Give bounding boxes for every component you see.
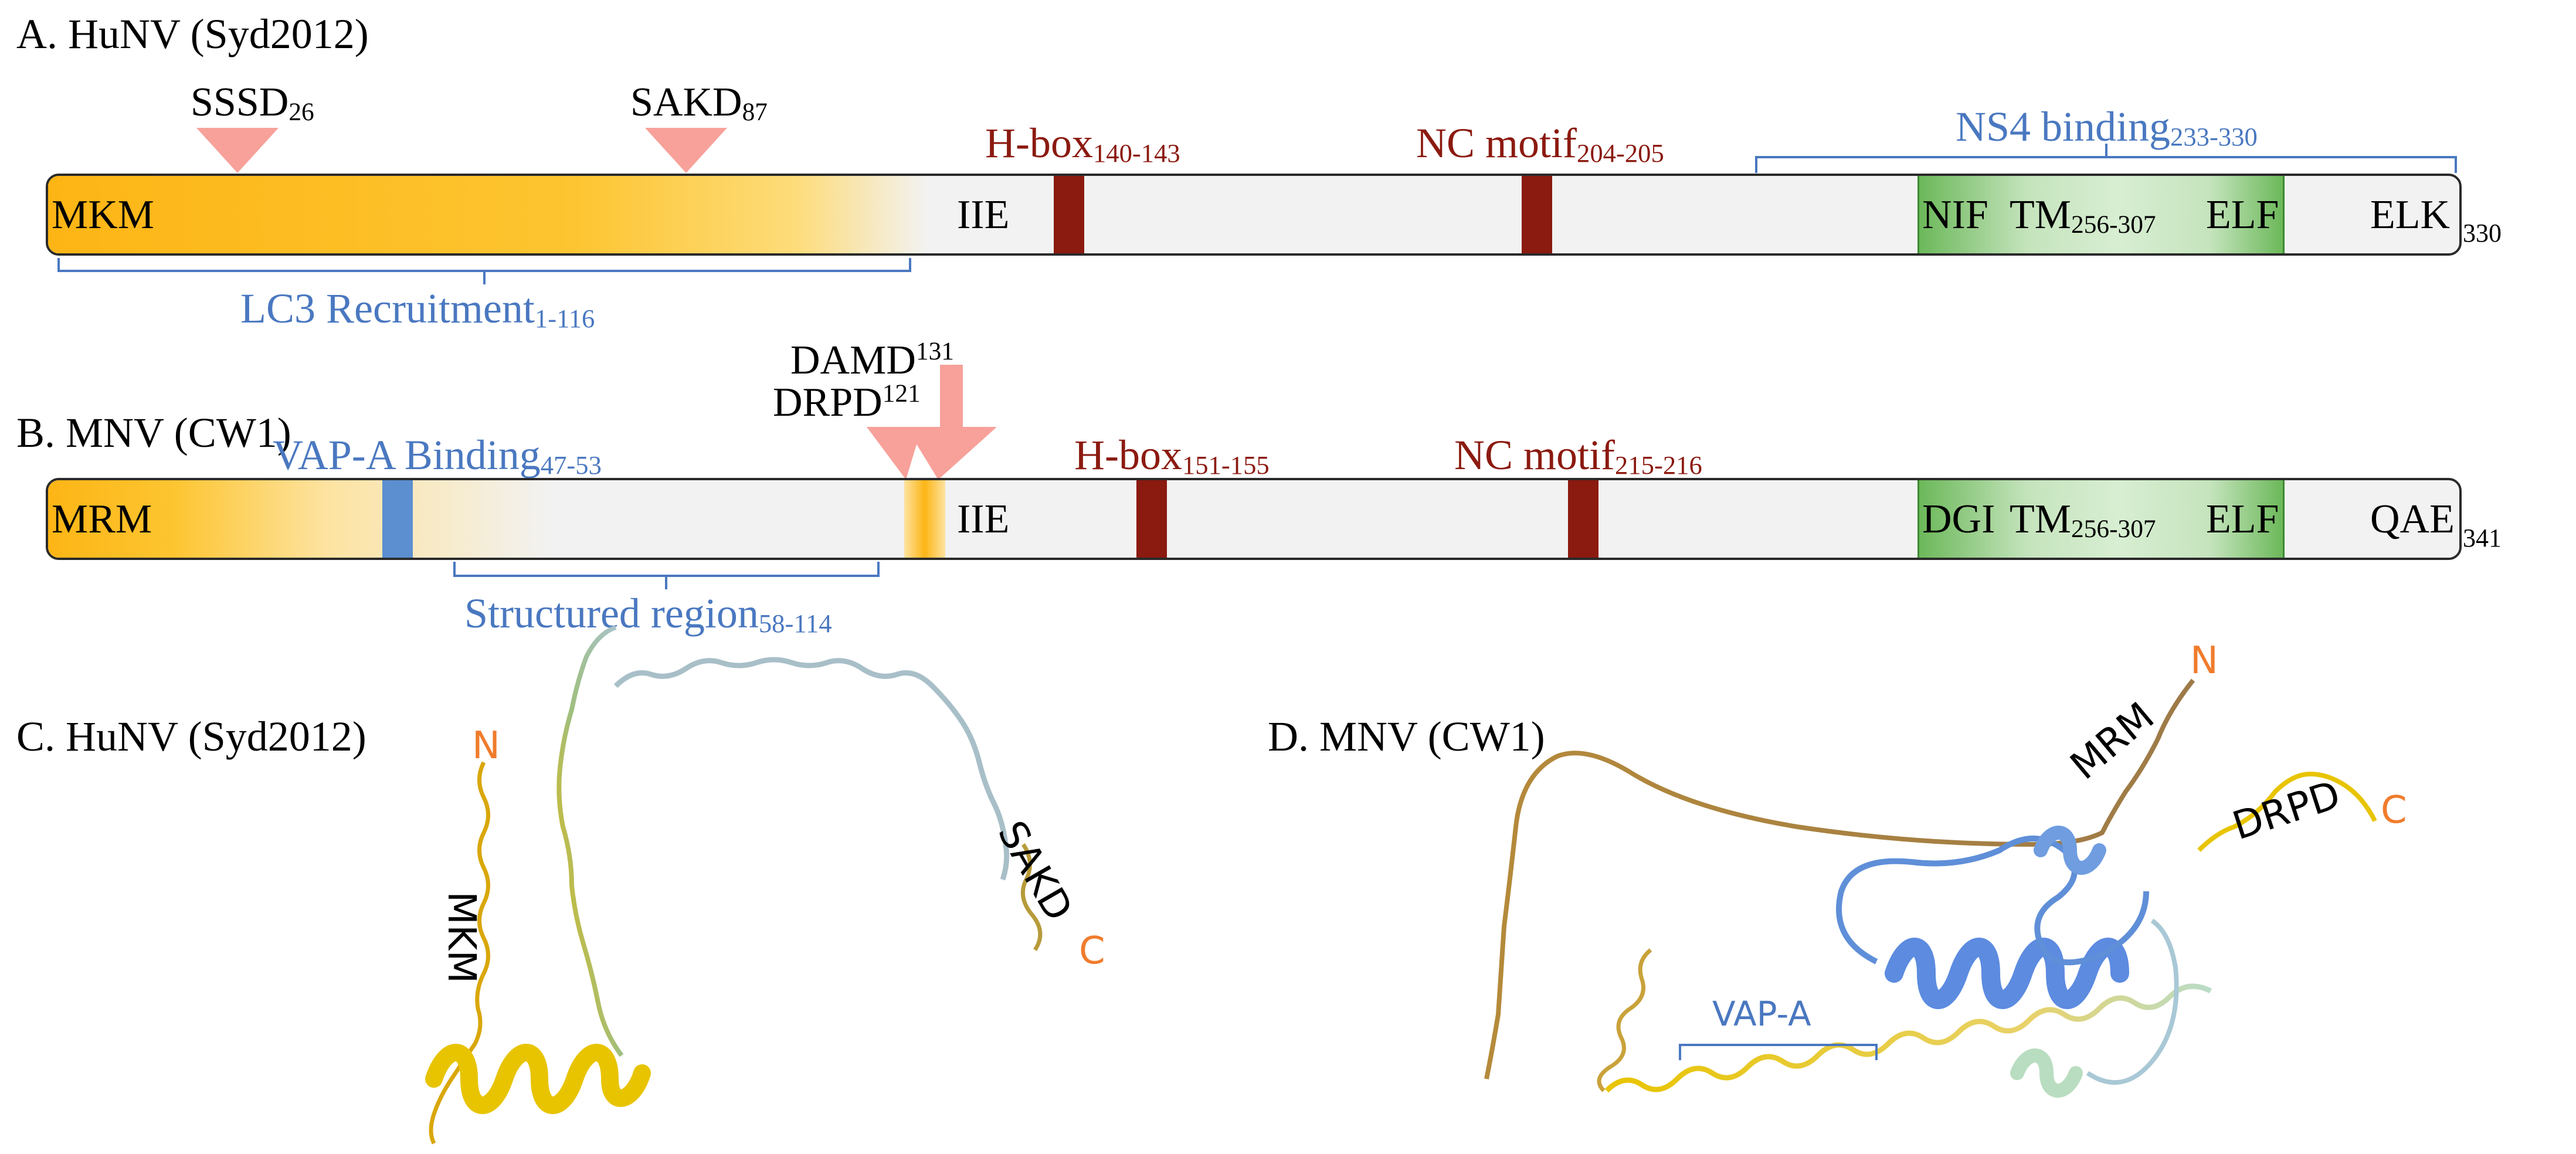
bar-a-length: 330: [2463, 219, 2502, 247]
bar-b-dgi: DGI: [1922, 497, 1995, 542]
sssd-triangle: [196, 128, 279, 173]
vapa-binding-label: VAP-A Binding47-53: [273, 432, 602, 480]
damd-arrow: [906, 365, 997, 480]
tm-domain-b: [1917, 480, 2285, 558]
hbox-a-block: [1054, 176, 1084, 253]
d-n-terminus: N: [2190, 639, 2218, 683]
c-strand-top: [613, 657, 1010, 881]
nc-motif-a-label: NC motif204-205: [1416, 120, 1664, 168]
d-vapa-label: VAP-A: [1712, 994, 1811, 1034]
protein-bar-a: MKM IIE NIF TM256-307 ELF ELK: [46, 174, 2462, 256]
d-strand-top-loop: [1484, 678, 2195, 1080]
c-n-terminus: N: [472, 724, 500, 768]
nc-motif-b-label: NC motif215-216: [1454, 432, 1702, 480]
c-strand-left: [429, 761, 490, 1145]
hbox-b-label: H-box151-155: [1074, 432, 1270, 480]
nc-motif-a-block: [1522, 176, 1552, 253]
c-strand-ascending: [556, 625, 624, 1057]
tm-domain-a: [1917, 176, 2285, 253]
d-green-helix: [2010, 1048, 2083, 1098]
d-strand-bottom: [1604, 983, 2212, 1093]
d-c-terminus: C: [2381, 789, 2407, 832]
nc-motif-b-block: [1568, 480, 1598, 558]
sakd-triangle: [645, 128, 727, 173]
d-strand-c-terminal: [2197, 771, 2377, 852]
c-strand-c-terminal: [1020, 843, 1043, 951]
bar-a-end: ELK: [2370, 192, 2451, 237]
drpd-arrow: [867, 427, 922, 480]
structured-region-label: Structured region58-114: [464, 590, 832, 639]
bar-b-start: MRM: [52, 497, 152, 542]
protein-bar-b: MRM IIE DGI TM256-307 ELF QAE: [46, 478, 2462, 560]
bar-b-iie: IIE: [957, 497, 1010, 542]
d-small-helix: [2034, 826, 2106, 875]
bar-b-length: 341: [2463, 524, 2502, 552]
bar-a-tm: TM256-307: [2010, 192, 2156, 239]
ns4-binding-label: NS4 binding233-330: [1956, 103, 2258, 152]
d-strand-right: [2086, 918, 2179, 1085]
bar-a-start: MKM: [52, 192, 155, 237]
n-terminal-region-b: [48, 480, 552, 558]
lc3-recruitment-label: LC3 Recruitment1-116: [240, 285, 595, 334]
d-blue-loop: [1836, 836, 2149, 966]
panel-a-title: A. HuNV (Syd2012): [16, 11, 369, 57]
c-helix: [425, 1044, 651, 1114]
sakd-label: SAKD87: [630, 80, 768, 126]
d-strand-left: [1597, 948, 1652, 1092]
bar-a-nif: NIF: [1922, 192, 1988, 237]
bar-b-end: QAE: [2370, 497, 2455, 542]
n-terminal-region-a: [48, 176, 928, 253]
c-c-terminus: C: [1079, 929, 1105, 973]
hbox-a-label: H-box140-143: [985, 120, 1180, 168]
panel-c-title: C. HuNV (Syd2012): [16, 713, 366, 760]
bar-a-elf: ELF: [2206, 192, 2279, 237]
drpd-label: DRPD121: [773, 379, 921, 425]
sssd-label: SSSD26: [191, 80, 314, 126]
panel-b-title: B. MNV (CW1): [16, 409, 291, 456]
hbox-b-block: [1136, 480, 1167, 558]
panel-d-title: D. MNV (CW1): [1268, 713, 1545, 760]
d-helix-main: [1885, 938, 2129, 1009]
drpd-damd-block: [904, 480, 945, 558]
bar-a-iie: IIE: [957, 192, 1010, 237]
d-vapa-bracket: [1679, 1044, 1878, 1060]
vapa-block: [382, 480, 413, 558]
damd-label: DAMD131: [790, 337, 954, 383]
bar-b-elf: ELF: [2206, 497, 2279, 542]
bar-b-tm: TM256-307: [2010, 497, 2156, 543]
